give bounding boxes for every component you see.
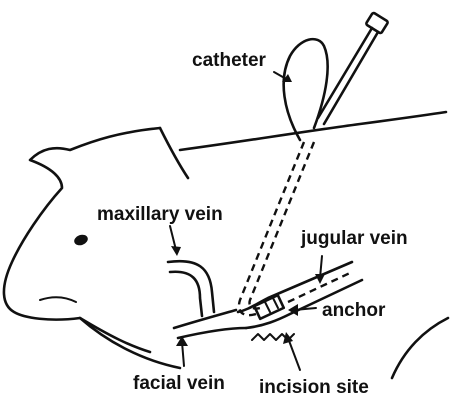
facial-vein <box>174 310 246 338</box>
maxillary-vein-inner <box>170 272 202 316</box>
facial-vein-label: facial vein <box>133 373 225 394</box>
maxillary-vein-label: maxillary vein <box>97 204 223 225</box>
facial-vein-upper <box>174 310 236 328</box>
ear-back <box>160 128 188 178</box>
eye-icon <box>73 233 90 247</box>
catheter-dash-left <box>239 142 304 315</box>
maxillary-vein <box>168 261 214 316</box>
shoulder-line <box>392 318 448 378</box>
head-contour <box>4 128 180 368</box>
facial-vein-lower <box>178 328 246 338</box>
incision-site-label: incision site <box>259 377 369 398</box>
incision-arrow <box>288 338 300 370</box>
catheter-label: catheter <box>192 50 267 71</box>
jugular-vein-label: jugular vein <box>300 228 408 249</box>
catheter-loop <box>284 39 328 140</box>
mouth-line <box>40 297 76 302</box>
jaw-line <box>80 318 150 352</box>
maxillary-vein-outer <box>168 261 214 312</box>
jugular-arrowhead <box>315 274 325 284</box>
maxillary-arrowhead <box>171 246 181 256</box>
anchor-label: anchor <box>322 300 386 321</box>
anchor <box>254 295 283 319</box>
anchor-block <box>254 295 283 319</box>
incision-arrowhead <box>283 332 293 344</box>
catheter-tube-line-b <box>324 32 378 124</box>
catheter-tube-line-a <box>318 28 372 118</box>
